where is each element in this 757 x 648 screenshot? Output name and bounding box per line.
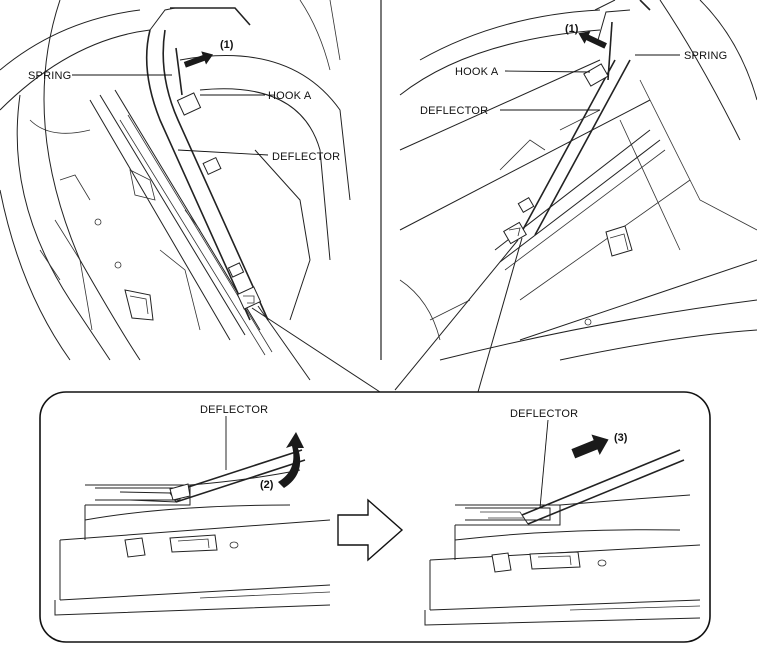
left-callout-lines (251, 307, 381, 393)
detail-right-step-number: (3) (614, 432, 628, 444)
left-roof-view: SPRING HOOK A DEFLECTOR (1) (0, 0, 351, 361)
right-callout-lines (394, 239, 519, 391)
detail-right-pull-arrow (571, 434, 609, 459)
left-hook-label: HOOK A (268, 90, 312, 102)
detail-right-view: DEFLECTOR (3) (424, 408, 701, 626)
left-deflector-label: DEFLECTOR (272, 151, 340, 163)
detail-left-view: DEFLECTOR (2) (54, 404, 331, 616)
detail-right-deflector-label: DEFLECTOR (510, 408, 578, 420)
right-deflector-label: DEFLECTOR (420, 105, 488, 117)
right-callout-lines-b (477, 237, 523, 393)
right-step-arrow (578, 31, 607, 49)
right-roof-view: SPRING HOOK A DEFLECTOR (1) (399, 0, 757, 361)
detail-callout-box: DEFLECTOR (2) (39, 391, 711, 643)
sequence-next-arrow (337, 498, 404, 562)
detail-left-step-number: (2) (260, 479, 274, 491)
right-step-number: (1) (565, 23, 579, 35)
right-spring-label: SPRING (684, 50, 727, 62)
detail-left-deflector-label: DEFLECTOR (200, 404, 268, 416)
left-callout-lines-b (257, 305, 311, 381)
left-spring-label: SPRING (28, 70, 71, 82)
detail-left-lift-arrow (278, 432, 304, 488)
left-step-arrow (183, 51, 214, 68)
right-hook-label: HOOK A (455, 66, 499, 78)
left-step-number: (1) (220, 39, 234, 51)
